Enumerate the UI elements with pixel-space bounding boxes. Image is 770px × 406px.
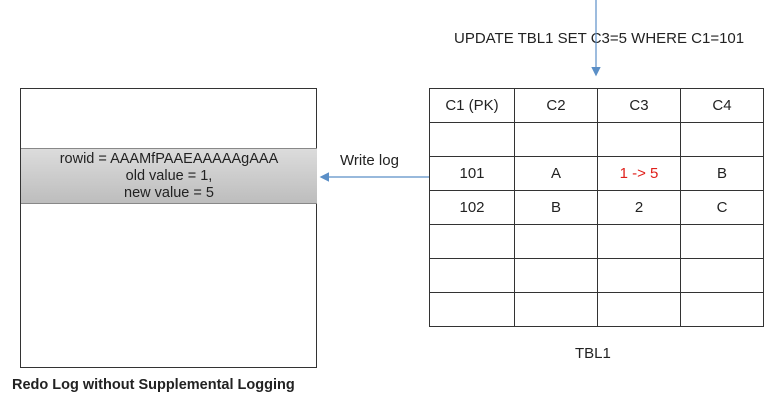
table-cell: 102	[429, 190, 515, 225]
write-log-label: Write log	[340, 152, 399, 169]
table-cell	[429, 258, 515, 293]
changed-cell: 1 -> 5	[597, 156, 681, 191]
table-header-row: C1 (PK) C2 C3 C4	[429, 88, 764, 123]
table-cell: B	[514, 190, 598, 225]
redo-entry-old-value: old value = 1,	[125, 168, 213, 184]
table-row	[429, 224, 764, 259]
table-cell	[429, 224, 515, 259]
table-cell: 2	[597, 190, 681, 225]
table-cell: 101	[429, 156, 515, 191]
table-cell	[514, 122, 598, 157]
redo-log-entry: rowid = AAAMfPAAEAAAAAgAAA old value = 1…	[21, 148, 317, 204]
redo-log-caption: Redo Log without Supplemental Logging	[12, 377, 295, 393]
table-cell: B	[680, 156, 764, 191]
table-cell	[680, 258, 764, 293]
header-c2: C2	[514, 88, 598, 123]
table-cell	[597, 224, 681, 259]
table-row: 102 B 2 C	[429, 190, 764, 225]
header-c3: C3	[597, 88, 681, 123]
tbl1-table: C1 (PK) C2 C3 C4 101 A 1 -> 5 B 102 B 2 …	[429, 88, 764, 327]
table-cell	[514, 258, 598, 293]
table-row	[429, 258, 764, 293]
table-cell	[597, 292, 681, 327]
sql-statement: UPDATE TBL1 SET C3=5 WHERE C1=101	[454, 30, 745, 47]
header-c1: C1 (PK)	[429, 88, 515, 123]
table-cell	[514, 224, 598, 259]
table-caption: TBL1	[575, 345, 611, 362]
table-row	[429, 122, 764, 157]
table-cell	[597, 122, 681, 157]
table-cell	[680, 292, 764, 327]
table-cell	[514, 292, 598, 327]
redo-log-box	[20, 88, 317, 368]
table-cell	[680, 224, 764, 259]
table-cell: A	[514, 156, 598, 191]
redo-entry-rowid: rowid = AAAMfPAAEAAAAAgAAA	[59, 151, 279, 167]
table-cell	[597, 258, 681, 293]
redo-entry-new-value: new value = 5	[124, 185, 214, 201]
table-row: 101 A 1 -> 5 B	[429, 156, 764, 191]
table-cell	[429, 292, 515, 327]
table-cell	[680, 122, 764, 157]
table-cell: C	[680, 190, 764, 225]
table-row	[429, 292, 764, 327]
header-c4: C4	[680, 88, 764, 123]
table-cell	[429, 122, 515, 157]
